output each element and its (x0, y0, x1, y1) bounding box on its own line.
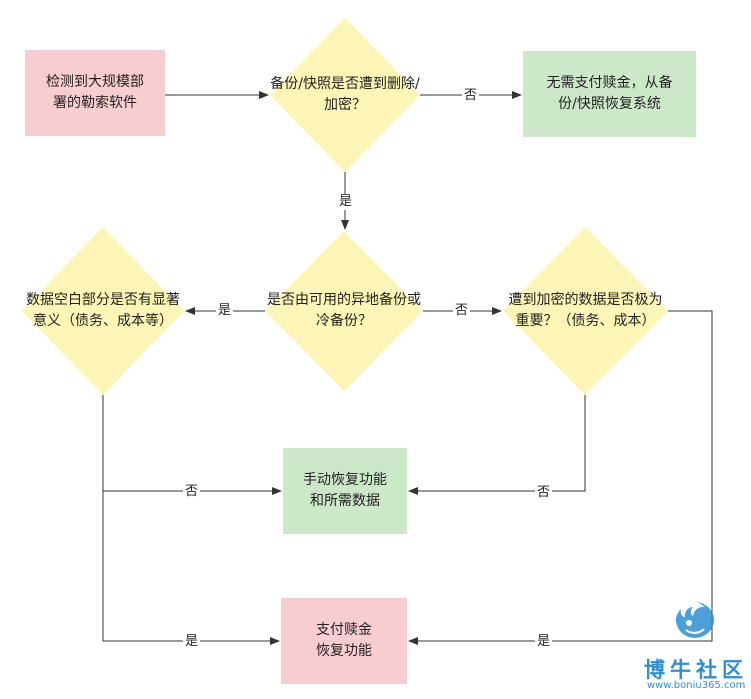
pay-ransom-box (281, 598, 407, 684)
edge-label-backup-deleted-yes: 是 (337, 194, 355, 210)
no-pay-restore-line-2: 份/快照恢复系统 (558, 96, 661, 112)
edge-label-important-no: 否 (535, 485, 553, 501)
backup-deleted-diamond (270, 18, 420, 172)
manual-restore-label: 手动恢复功能和所需数据 (283, 448, 407, 534)
encrypted-important-line-2: 是否极为重要？ (515, 292, 663, 329)
pay-ransom-line-1: 支付赎金 (316, 622, 372, 638)
offsite-backup-line-1: 是否由可用的异地 (267, 292, 379, 308)
offsite-backup-label: 是否由可用的异地备份或冷备份？ (265, 271, 423, 351)
edge-label-offsite-no: 否 (453, 303, 471, 319)
detect-box (25, 50, 165, 136)
encrypted-important-diamond (503, 227, 668, 395)
edge-q4-yes (408, 310, 713, 645)
detect-line-2: 署的勒索软件 (53, 95, 137, 111)
manual-restore-box (283, 448, 407, 534)
backup-deleted-line-1: 备份/快照是否遭 (270, 76, 373, 92)
encrypted-important-label: 遭到加密的数据是否极为重要？（债务、成本） (503, 271, 668, 351)
detect-label: 检测到大规模部署的勒索软件 (25, 50, 165, 136)
edge-label-important-yes: 是 (535, 634, 553, 650)
edge-label-backup-deleted-no: 否 (462, 88, 480, 104)
detect-line-1: 检测到大规模部 (46, 74, 144, 90)
edge-label-blank-yes: 是 (183, 634, 201, 650)
manual-restore-line-2: 和所需数据 (310, 493, 380, 509)
pay-ransom-line-2: 恢复功能 (316, 643, 372, 659)
edge-label-offsite-yes: 是 (216, 303, 234, 319)
edge-q4-no (408, 395, 586, 495)
watermark-text: 博牛社区 (644, 658, 748, 682)
blank-meaningful-label: 数据空白部分是否有显著意义（债务、成本等） (22, 271, 184, 351)
blank-meaningful-line-2: 是否有显著意义 (33, 292, 180, 329)
manual-restore-line-1: 手动恢复功能 (303, 472, 387, 488)
edge-q3-no (102, 395, 282, 495)
offsite-backup-line-2: 备份或冷备份？ (316, 292, 421, 329)
blank-meaningful-line-3: （债务、成本等） (61, 313, 173, 329)
blank-meaningful-line-1: 数据空白部分 (26, 292, 110, 308)
edge-label-blank-no: 否 (183, 484, 201, 500)
offsite-backup-diamond (265, 231, 423, 391)
no-pay-restore-line-1: 无需支付赎金，从备 (546, 75, 673, 91)
backup-deleted-line-2: 到删除/加密？ (324, 76, 420, 113)
backup-deleted-label: 备份/快照是否遭到删除/加密？ (270, 55, 420, 135)
edge-q3-yes (102, 491, 280, 645)
watermark-url: www.boniu365.com (647, 680, 746, 691)
encrypted-important-line-3: （债务、成本） (557, 313, 656, 329)
watermark-logo-icon (676, 602, 714, 638)
no-pay-restore-label: 无需支付赎金，从备份/快照恢复系统 (523, 51, 696, 137)
blank-meaningful-diamond (22, 227, 184, 395)
pay-ransom-label: 支付赎金恢复功能 (281, 598, 407, 684)
encrypted-important-line-1: 遭到加密的数据 (508, 292, 607, 308)
no-pay-restore-box (523, 51, 696, 137)
